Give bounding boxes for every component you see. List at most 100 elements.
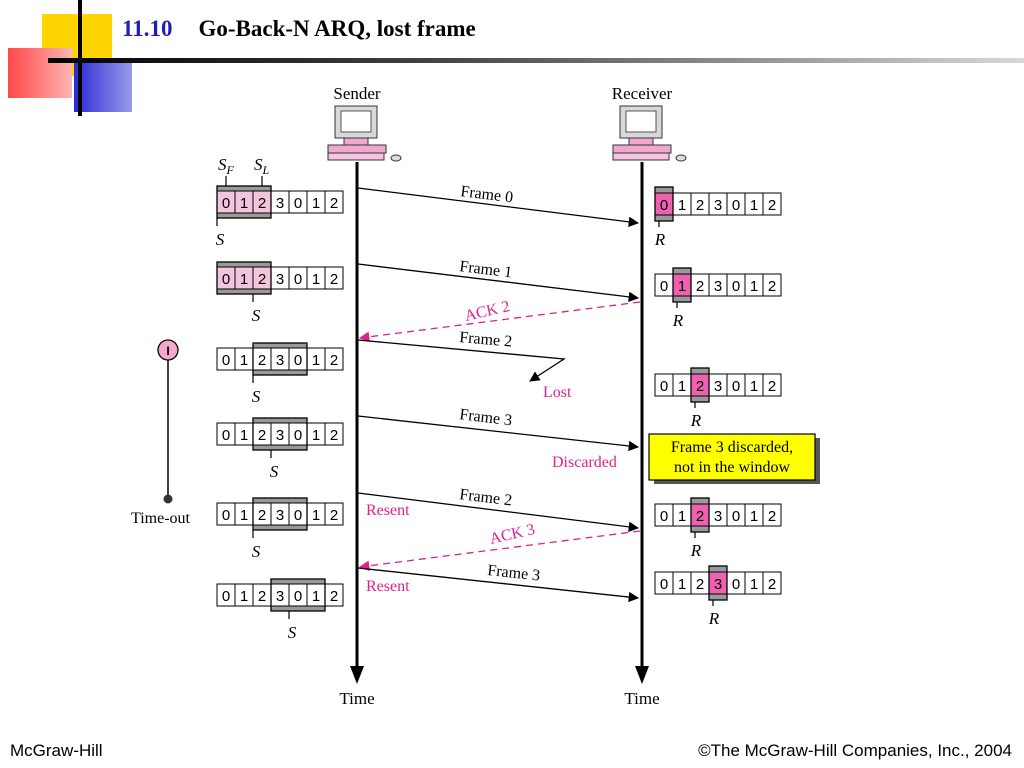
receiver-window-frame — [708, 565, 728, 601]
sender-window-frame — [252, 417, 308, 451]
sender-cell-value: 0 — [222, 427, 230, 444]
sender-cell-value: 0 — [294, 588, 302, 605]
go-back-n-diagram: Sender Receiver Time Time Frame 0 Frame … — [131, 84, 820, 708]
receiver-cell-value: 0 — [660, 508, 668, 525]
sender-cell-value: 3 — [276, 352, 284, 369]
receiver-cell-value: 0 — [732, 197, 740, 214]
receiver-cell-value: 0 — [732, 576, 740, 593]
receiver-time-label: Time — [624, 689, 659, 708]
receiver-cell-value: 2 — [696, 508, 704, 525]
frame-3-arrow — [357, 415, 640, 452]
receiver-cell — [762, 373, 782, 397]
receiver-cell-value: 0 — [732, 508, 740, 525]
sender-pointer-label: S — [252, 387, 261, 406]
receiver-label: Receiver — [612, 84, 673, 103]
receiver-pointer-label: R — [690, 541, 702, 560]
title-underline — [48, 58, 1024, 63]
sender-cell-value: 2 — [330, 507, 338, 524]
receiver-window-bottom-bar — [690, 525, 710, 533]
sender-cell-value: 0 — [294, 195, 302, 212]
sender-window-top-bar — [252, 342, 308, 349]
receiver-pointer-label: R — [672, 311, 684, 330]
sender-cell-value: 3 — [276, 271, 284, 288]
receiver-cell-value: 1 — [678, 508, 686, 525]
sender-cell — [324, 266, 344, 290]
receiver-pointer-label: R — [690, 411, 702, 430]
sender-window-top-bar — [252, 417, 308, 424]
footer-right: ©The McGraw-Hill Companies, Inc., 2004 — [698, 741, 1012, 760]
receiver-cell-value: 2 — [768, 197, 776, 214]
sender-window-frame — [216, 185, 272, 219]
receiver-cell-value: 0 — [732, 378, 740, 395]
discard-note-line-1: Frame 3 discarded, — [671, 439, 793, 456]
sender-pointer-label: S — [216, 230, 225, 249]
receiver-window-frame — [672, 267, 692, 303]
receiver-window-top-bar — [654, 186, 674, 194]
slide-title: Go-Back-N ARQ, lost frame — [198, 16, 476, 41]
slide-number: 11.10 — [122, 16, 173, 41]
sender-cell-value: 1 — [240, 271, 248, 288]
frame-2-resent-label: Frame 2 — [459, 486, 514, 509]
sender-cell — [324, 502, 344, 526]
sender-cell-value: 1 — [312, 271, 320, 288]
sender-time-label: Time — [339, 689, 374, 708]
timeout-dot — [163, 494, 173, 504]
frame-2-lost-arrow — [357, 339, 566, 382]
sender-cell-value: 1 — [240, 588, 248, 605]
receiver-cell-value: 0 — [660, 576, 668, 593]
receiver-pointer-label: R — [654, 230, 666, 249]
sl-label: SL — [254, 155, 270, 177]
receiver-cell-value: 0 — [660, 378, 668, 395]
sender-cell-value: 1 — [240, 507, 248, 524]
sender-cell-value: 1 — [312, 507, 320, 524]
sender-cell-value: 3 — [276, 507, 284, 524]
receiver-cell-value: 1 — [678, 576, 686, 593]
sender-cell-value: 0 — [294, 427, 302, 444]
sender-cell-value: 1 — [240, 427, 248, 444]
receiver-cell-value: 2 — [768, 378, 776, 395]
receiver-cell — [762, 571, 782, 595]
receiver-cell-value: 1 — [678, 278, 686, 295]
sender-cell-value: 2 — [330, 195, 338, 212]
sender-pointer-label: S — [270, 462, 279, 481]
lost-label: Lost — [543, 384, 572, 401]
receiver-cell — [762, 503, 782, 527]
sender-cell-value: 0 — [294, 507, 302, 524]
frame-0-arrow — [357, 187, 640, 227]
sender-cell-value: 3 — [276, 588, 284, 605]
sender-window-bottom-bar — [252, 524, 308, 531]
resent-label-2: Resent — [366, 578, 410, 595]
receiver-computer-icon — [612, 105, 687, 162]
frame-2-resent-arrow — [357, 492, 640, 532]
sender-window-top-bar — [216, 261, 272, 268]
sender-cell-value: 1 — [312, 195, 320, 212]
receiver-cell-value: 2 — [696, 378, 704, 395]
receiver-cell-value: 1 — [750, 576, 758, 593]
receiver-window-frame — [690, 367, 710, 403]
sender-cell-value: 2 — [330, 588, 338, 605]
receiver-cell-value: 1 — [678, 378, 686, 395]
sender-window-bottom-bar — [252, 444, 308, 451]
frame-1-label: Frame 1 — [459, 258, 514, 281]
sender-cell-value: 0 — [222, 588, 230, 605]
sender-cell-value: 2 — [258, 271, 266, 288]
sender-window-bottom-bar — [252, 369, 308, 376]
receiver-cell — [762, 273, 782, 297]
sender-cell-value: 2 — [258, 507, 266, 524]
sender-cell — [324, 347, 344, 371]
receiver-cell-value: 3 — [714, 278, 722, 295]
sender-time-arrowhead — [350, 666, 364, 684]
receiver-cell-value: 1 — [678, 197, 686, 214]
frame-0-label: Frame 0 — [460, 183, 515, 206]
receiver-cell-value: 0 — [660, 278, 668, 295]
ack-3-label: ACK 3 — [488, 521, 536, 548]
sf-label: SF — [218, 155, 235, 177]
sender-computer-icon — [327, 105, 402, 162]
receiver-window-bottom-bar — [690, 395, 710, 403]
sender-cell-value: 0 — [222, 352, 230, 369]
